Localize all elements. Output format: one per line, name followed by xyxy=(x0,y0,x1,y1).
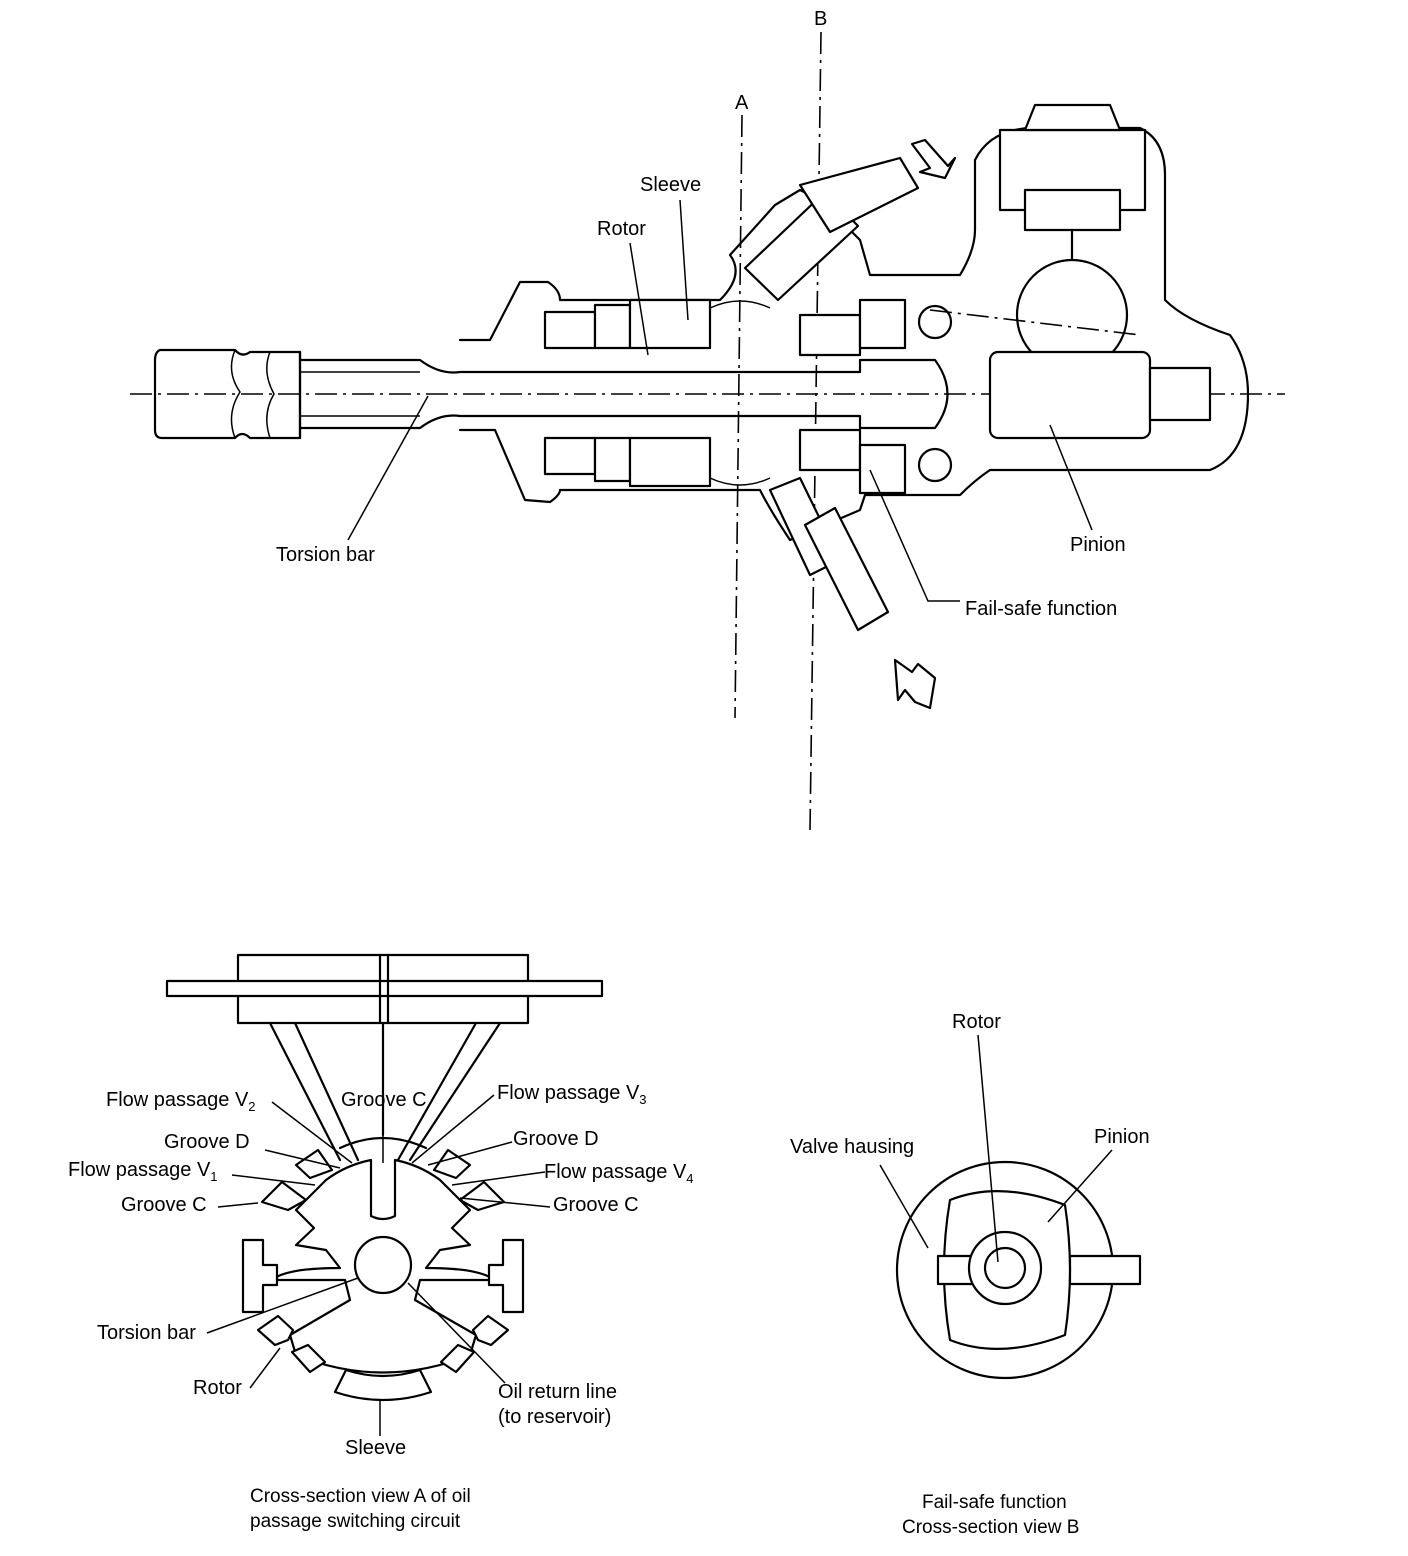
label-valve-housing: Valve hausing xyxy=(790,1136,915,1158)
label-groove-c-right: Groove C xyxy=(553,1194,639,1216)
pipe-v2 xyxy=(268,1021,360,1162)
leader-fail-safe xyxy=(869,469,960,602)
leader-flow-v1 xyxy=(231,1174,316,1186)
label-flow-v2: Flow passage V2 xyxy=(106,1089,256,1114)
fail-safe-lower xyxy=(798,428,862,472)
label-flow-v4: Flow passage V4 xyxy=(544,1161,694,1186)
shaft-break-right xyxy=(266,351,275,439)
label-groove-c-top: Groove C xyxy=(341,1089,427,1111)
fail-safe-label-top: Fail-safe function xyxy=(965,598,1118,620)
label-oil-return-2: (to reservoir) xyxy=(498,1406,612,1428)
upper-pipe-fitting xyxy=(743,156,920,302)
lower-pipe-fitting xyxy=(768,476,890,632)
caption-view-a-2: passage switching circuit xyxy=(250,1511,461,1532)
leader-rotor-b xyxy=(977,1034,999,1263)
outlet-flow-arrow xyxy=(893,658,937,710)
sleeve-seg-left xyxy=(241,1238,279,1314)
sleeve-seg-bottom xyxy=(333,1368,433,1402)
caption-view-b-2: Cross-section view B xyxy=(902,1517,1080,1538)
ball-bearing-lower xyxy=(917,447,953,483)
torsion-bar-label-top: Torsion bar xyxy=(276,544,375,566)
leader-rotor-a xyxy=(249,1347,281,1389)
label-flow-v1: Flow passage V1 xyxy=(68,1159,218,1184)
rotor-label-top: Rotor xyxy=(597,218,646,240)
leader-torsion-bar xyxy=(347,395,429,541)
sleeve-seg-lr1 xyxy=(471,1314,510,1347)
label-sleeve-a: Sleeve xyxy=(345,1437,407,1459)
label-groove-d-left: Groove D xyxy=(164,1131,250,1153)
leader-sleeve xyxy=(679,199,689,321)
leader-groove-d-left xyxy=(264,1149,341,1169)
torsion-bar-section xyxy=(353,1235,413,1295)
rotor-upper xyxy=(628,298,712,350)
groove-c-right-block xyxy=(458,1180,506,1212)
sleeve-seg-ll1 xyxy=(256,1314,295,1347)
sleeve-label-top: Sleeve xyxy=(640,174,702,196)
label-torsion-bar-a: Torsion bar xyxy=(97,1322,196,1344)
pinion-end xyxy=(1148,366,1212,422)
section-b-label: B xyxy=(814,8,828,30)
leader-oil-return xyxy=(407,1282,506,1384)
groove-d-left-block xyxy=(294,1148,334,1180)
leader-pinion-b xyxy=(1047,1149,1113,1223)
valve-housing-upper xyxy=(458,126,1250,396)
caption-view-b-1: Fail-safe function xyxy=(922,1492,1067,1513)
fail-safe-upper xyxy=(798,313,862,357)
groove-c-left-block xyxy=(260,1180,308,1212)
groove-d-right-block xyxy=(432,1148,472,1180)
bearing-upper-left xyxy=(593,303,632,350)
sleeve-seg-right xyxy=(487,1238,525,1314)
valve-housing-lower xyxy=(458,392,1250,542)
label-flow-v3: Flow passage V3 xyxy=(497,1082,647,1107)
label-oil-return-1: Oil return line xyxy=(498,1381,617,1403)
section-a-label: A xyxy=(735,92,749,114)
leader-rotor xyxy=(629,242,649,356)
caption-view-a-1: Cross-section view A of oil xyxy=(250,1486,471,1507)
valve-spool xyxy=(165,979,604,998)
adjust-plug xyxy=(1023,188,1122,232)
leader-groove-d-right xyxy=(427,1141,513,1166)
leader-valve-housing xyxy=(879,1164,929,1249)
label-pinion-b: Pinion xyxy=(1094,1126,1150,1148)
ball-bearing-upper xyxy=(917,304,953,340)
housing-lug xyxy=(1068,1254,1142,1286)
pipe-v3 xyxy=(396,1021,502,1162)
leader-groove-c-left xyxy=(217,1202,259,1208)
sleeve-seg-lr2 xyxy=(439,1343,476,1374)
leader-flow-v4 xyxy=(451,1171,546,1186)
leader-torsion-bar-a xyxy=(206,1277,359,1334)
label-rotor-a: Rotor xyxy=(193,1377,242,1399)
torsion-bar-shaft xyxy=(298,358,949,430)
label-groove-c-left: Groove C xyxy=(121,1194,207,1216)
seal-lower-right xyxy=(858,443,907,495)
seal-upper-right xyxy=(858,298,907,350)
sleeve-seg-ll2 xyxy=(290,1343,327,1374)
pinion-label-top: Pinion xyxy=(1070,534,1126,556)
pinion-axis xyxy=(929,309,1141,336)
leader-flow-v2 xyxy=(271,1101,353,1164)
leader-flow-v3 xyxy=(411,1094,495,1164)
seal-upper-left xyxy=(543,310,597,350)
inlet-flow-arrow xyxy=(910,138,957,180)
shaft-break-left xyxy=(230,349,241,439)
rotor-lower xyxy=(628,436,712,488)
label-groove-d-right: Groove D xyxy=(513,1128,599,1150)
torsion-bar-b xyxy=(983,1246,1027,1290)
leader-pinion xyxy=(1049,424,1093,531)
sleeve-groove-upper xyxy=(709,300,771,309)
leader-groove-c-right xyxy=(459,1197,551,1208)
sleeve-groove-lower xyxy=(709,477,771,486)
adjust-nut xyxy=(1023,103,1122,132)
label-rotor-b: Rotor xyxy=(952,1011,1001,1033)
